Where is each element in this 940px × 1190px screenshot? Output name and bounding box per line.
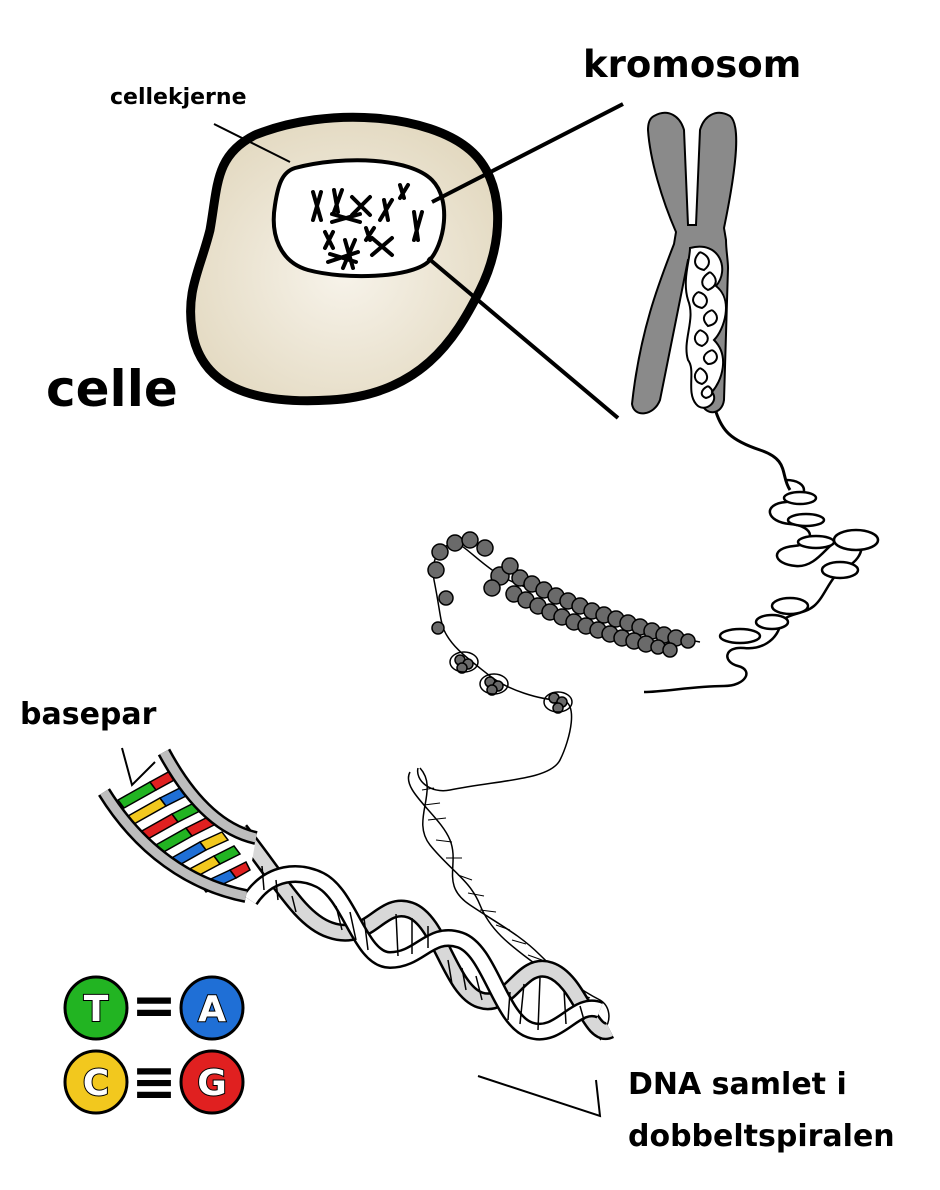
bond-symbol-1: =	[131, 974, 176, 1037]
chromosome	[630, 111, 792, 491]
base-letter-right-2: G	[197, 1063, 227, 1104]
base-letter-left-1: T	[84, 989, 109, 1030]
dna-helix-thick	[232, 824, 615, 1041]
chromosome-label: kromosom	[583, 43, 801, 86]
dna-label-line1: DNA samlet i	[628, 1067, 847, 1102]
base-circle-right-2	[179, 1049, 245, 1115]
solenoid-fiber	[643, 478, 880, 694]
cell	[186, 112, 503, 406]
pair-row-2: C ≡ G	[63, 1049, 245, 1115]
zoom-lines	[426, 102, 624, 420]
nucleosome-fiber	[416, 531, 701, 792]
base-circle-left-2	[63, 1049, 129, 1115]
pair-row-1: T = A	[63, 974, 245, 1041]
base-pair-label: basepar	[20, 697, 157, 732]
cell-label: celle	[46, 360, 178, 418]
base-pair-key: T = A C ≡ G	[63, 974, 245, 1115]
base-letter-right-1: A	[198, 989, 226, 1030]
nucleus-label-leader	[213, 123, 291, 163]
base-circle-right-1	[179, 975, 245, 1041]
dna-label-bracket	[477, 1075, 602, 1118]
chromatin-thread	[714, 411, 792, 491]
chromatin-coil	[684, 245, 727, 409]
base-letter-left-2: C	[83, 1063, 109, 1104]
nucleus-chromosomes	[311, 183, 424, 270]
base-circle-left-1	[63, 975, 129, 1041]
bond-symbol-2: ≡	[131, 1050, 176, 1113]
base-pair-ladder	[98, 747, 258, 903]
nucleus-label: cellekjerne	[110, 85, 247, 110]
base-pair-pointer	[121, 747, 156, 787]
dna-label-line2: dobbeltspiralen	[628, 1119, 895, 1154]
